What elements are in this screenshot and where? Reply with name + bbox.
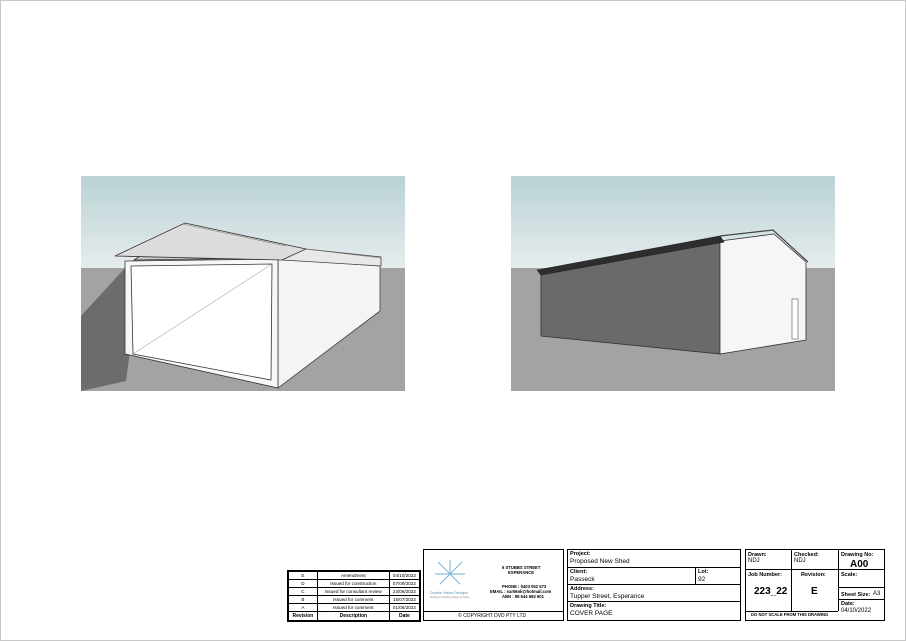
- company-address-line2: ESPERANCE: [508, 570, 535, 575]
- divider: [838, 550, 839, 611]
- drawing-no-label: Drawing No:: [841, 552, 874, 558]
- divider: [746, 611, 838, 612]
- revision-cell: D: [288, 578, 318, 588]
- client-label: Client:: [570, 569, 588, 575]
- sheet-info-box: Drawn: NDJ Checked: NDJ Drawing No: A00 …: [745, 549, 885, 621]
- date-value: 04/10/2022: [841, 608, 872, 614]
- drawn-label: Drawn:: [748, 552, 767, 558]
- revision-label: Revision:: [801, 572, 826, 578]
- drawing-title-label: Drawing Title:: [570, 603, 607, 609]
- company-logo-subtext: drafting & building design services: [430, 596, 470, 599]
- drawing-no-value: A00: [850, 559, 869, 570]
- drawn-value: NDJ: [748, 558, 760, 564]
- sheet-size-value: A3: [873, 591, 881, 597]
- date-cell: 15/07/2022: [388, 594, 421, 604]
- project-label: Project:: [570, 551, 591, 557]
- copyright-text: © COPYRIGHT DVD PTY LTD: [458, 613, 527, 619]
- description-cell: Issued for consultant review: [316, 586, 390, 596]
- divider: [838, 587, 884, 588]
- shed-front-perspective-view: [81, 176, 405, 391]
- sheet-size-label: Sheet Size:: [841, 592, 871, 598]
- divider: [791, 550, 792, 611]
- checked-value: NDJ: [794, 558, 806, 564]
- copyright-divider: [424, 611, 563, 612]
- description-cell: Issued for comment: [316, 602, 390, 612]
- divider: [838, 599, 884, 600]
- date-cell: 04/10/2022: [388, 571, 421, 580]
- company-logo-text: Double Vision Designs: [430, 591, 469, 595]
- job-number-label: Job Number:: [748, 572, 782, 578]
- revision-cell: C: [288, 586, 318, 596]
- company-email: EMAIL : sar56nk@hotmail.com: [490, 589, 552, 594]
- drawing-title-value: COVER PAGE: [570, 610, 613, 617]
- divider: [568, 567, 740, 568]
- shed-rear-perspective-view: [511, 176, 835, 391]
- date-label: Date:: [841, 601, 855, 607]
- job-number-value: 223_22: [754, 586, 788, 597]
- description-cell: Amendment: [316, 571, 390, 580]
- divider: [568, 584, 740, 585]
- revision-cell: A: [288, 602, 318, 612]
- address-value: Tupper Street, Esperance: [570, 593, 645, 600]
- divider: [746, 569, 884, 570]
- company-address-line1: 6 STUBBS STREET: [502, 565, 541, 570]
- project-value: Proposed New Shed: [570, 558, 630, 565]
- divider: [695, 567, 696, 584]
- company-info-box: Double Vision Designs drafting & buildin…: [423, 549, 564, 621]
- company-logo-icon: [435, 560, 465, 585]
- date-cell: 01/06/2022: [388, 602, 421, 612]
- revision-header-cell: Description: [316, 610, 390, 622]
- lot-value: 92: [698, 576, 706, 583]
- description-cell: Issued for construction: [316, 578, 390, 588]
- company-abn: ABN : 98 644 683 601: [502, 594, 544, 599]
- description-cell: Issued for comment: [316, 594, 390, 604]
- company-phone: PHONE : 0403 052 573: [502, 584, 547, 589]
- client-value: Passeck: [570, 576, 595, 583]
- revision-header-cell: Date: [388, 610, 421, 622]
- date-cell: 07/09/2022: [388, 578, 421, 588]
- revision-value: E: [811, 586, 818, 597]
- date-cell: 23/08/2022: [388, 586, 421, 596]
- scale-label: Scale:: [841, 572, 858, 578]
- lot-label: Lot:: [698, 569, 709, 575]
- divider: [568, 601, 740, 602]
- address-label: Address:: [570, 586, 594, 592]
- do-not-scale-note: DO NOT SCALE FROM THIS DRAWING: [751, 612, 829, 617]
- checked-label: Checked:: [794, 552, 819, 558]
- revision-header-cell: Revision: [288, 610, 318, 622]
- project-info-box: Project: Proposed New Shed Client: Passe…: [567, 549, 741, 621]
- revision-cell: B: [288, 594, 318, 604]
- revision-cell: E: [288, 571, 318, 580]
